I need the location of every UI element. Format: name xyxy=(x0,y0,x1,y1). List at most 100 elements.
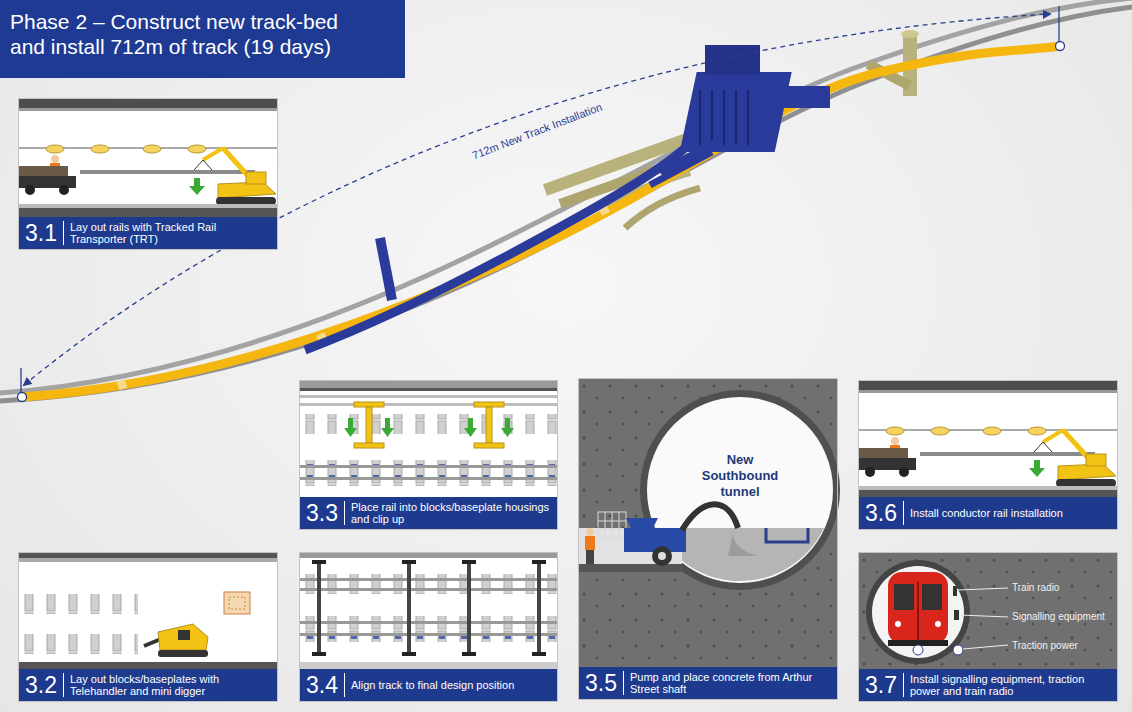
step-panel: 3.2Lay out blocks/baseplates with Teleha… xyxy=(18,552,278,702)
cage xyxy=(598,512,626,538)
crane-cab xyxy=(246,172,266,184)
wheel xyxy=(25,185,35,195)
block-layout xyxy=(18,552,278,670)
pump-hose xyxy=(682,504,738,530)
wheel xyxy=(59,185,69,195)
panel-bg xyxy=(18,98,278,218)
step-panel: 3.6Install conductor rail installation xyxy=(858,380,1118,530)
beam-flange xyxy=(474,402,504,407)
diagram-title: Phase 2 – Construct new track-bed and in… xyxy=(10,9,375,59)
ground xyxy=(578,378,838,668)
pump-hub xyxy=(658,552,666,560)
leader-line xyxy=(958,588,1008,649)
step-number: 3.7 xyxy=(859,673,904,697)
jack-cap xyxy=(462,560,476,564)
ground xyxy=(858,552,1118,670)
step-description: Install signalling equipment, traction p… xyxy=(904,673,1117,697)
down-arrow xyxy=(344,428,357,437)
jack-cap xyxy=(312,652,326,656)
station-block xyxy=(680,72,792,152)
jack xyxy=(537,560,541,656)
rail xyxy=(299,578,558,581)
block-row xyxy=(18,594,138,614)
tunnel-void xyxy=(872,566,964,658)
cross-passage xyxy=(650,140,720,185)
title-band xyxy=(0,0,405,78)
power-cable xyxy=(953,645,963,655)
signal-equipment xyxy=(954,610,959,620)
step-description: Align track to final design position xyxy=(345,679,518,691)
lamp xyxy=(46,145,64,153)
track-alignment xyxy=(299,552,558,670)
cage-grid xyxy=(598,512,626,538)
tunnel-lining xyxy=(640,390,840,590)
blue-shaft xyxy=(380,238,392,300)
down-arrow xyxy=(505,418,510,428)
tunnel-crown xyxy=(299,388,558,391)
extent-end xyxy=(1056,42,1065,51)
jack-cap xyxy=(312,560,326,564)
step-number: 3.4 xyxy=(300,673,345,697)
new-tunnel-works xyxy=(305,45,830,350)
rail xyxy=(299,477,558,480)
step-number: 3.2 xyxy=(19,673,64,697)
step-number: 3.3 xyxy=(300,501,345,525)
train-light xyxy=(935,621,941,627)
radio-equipment xyxy=(953,586,957,596)
concrete-pumping xyxy=(578,378,840,668)
pump-wheel xyxy=(652,546,672,566)
down-arrow xyxy=(385,418,390,428)
caption-bar: 3.4Align track to final design position xyxy=(300,669,557,701)
jack xyxy=(467,560,471,656)
tunnel-lining xyxy=(866,560,970,664)
extent-end xyxy=(18,393,27,402)
tunnel-crown xyxy=(299,380,558,388)
rail xyxy=(299,588,558,591)
step-number: 3.5 xyxy=(579,671,624,695)
concrete-pour xyxy=(728,528,758,556)
equipment-label: Train radio xyxy=(1012,581,1116,594)
adit-floor xyxy=(578,564,682,572)
floor xyxy=(18,204,278,208)
step-description: Place rail into blocks/baseplate housing… xyxy=(345,501,557,525)
train-window xyxy=(894,584,914,610)
caption-bar: 3.5Pump and place concrete from Arthur S… xyxy=(579,667,837,699)
rail-load xyxy=(18,166,68,176)
lamp xyxy=(91,145,109,153)
step-panel: 3.1Lay out rails with Tracked Rail Trans… xyxy=(18,98,278,250)
tunnel-interior xyxy=(858,380,1118,500)
down-arrow xyxy=(468,418,473,428)
train-door xyxy=(917,582,919,640)
down-arrow xyxy=(189,186,205,195)
caption-bar: 3.1Lay out rails with Tracked Rail Trans… xyxy=(19,217,277,249)
step-panel: 3.3Place rail into blocks/baseplate hous… xyxy=(299,380,558,530)
rail xyxy=(80,170,255,174)
track-invert xyxy=(766,528,808,542)
rail xyxy=(299,465,558,468)
rail xyxy=(299,621,558,624)
down-arrow xyxy=(501,428,514,437)
jack xyxy=(407,560,411,656)
concrete-pump xyxy=(624,528,686,552)
jack-cap xyxy=(532,560,546,564)
step-panel: 3.5Pump and place concrete from Arthur S… xyxy=(578,378,838,700)
down-arrow xyxy=(464,428,477,437)
rail xyxy=(299,633,558,636)
block-row xyxy=(299,414,558,434)
step-number: 3.6 xyxy=(859,501,904,525)
new-tunnel xyxy=(305,118,722,350)
step-number: 3.1 xyxy=(19,221,64,245)
jack-cap xyxy=(532,652,546,656)
mini-digger xyxy=(158,624,208,650)
shaft-top xyxy=(901,30,919,38)
equipment-label: Signalling equipment xyxy=(1012,610,1116,623)
crane-tracks xyxy=(216,197,276,205)
block-row xyxy=(18,634,138,654)
worker-head xyxy=(51,155,59,163)
step-description: Pump and place concrete from Arthur Stre… xyxy=(624,671,837,695)
block-pallet xyxy=(229,597,245,609)
caption-bar: 3.7Install signalling equipment, tractio… xyxy=(859,669,1117,701)
track-joint xyxy=(118,383,126,386)
